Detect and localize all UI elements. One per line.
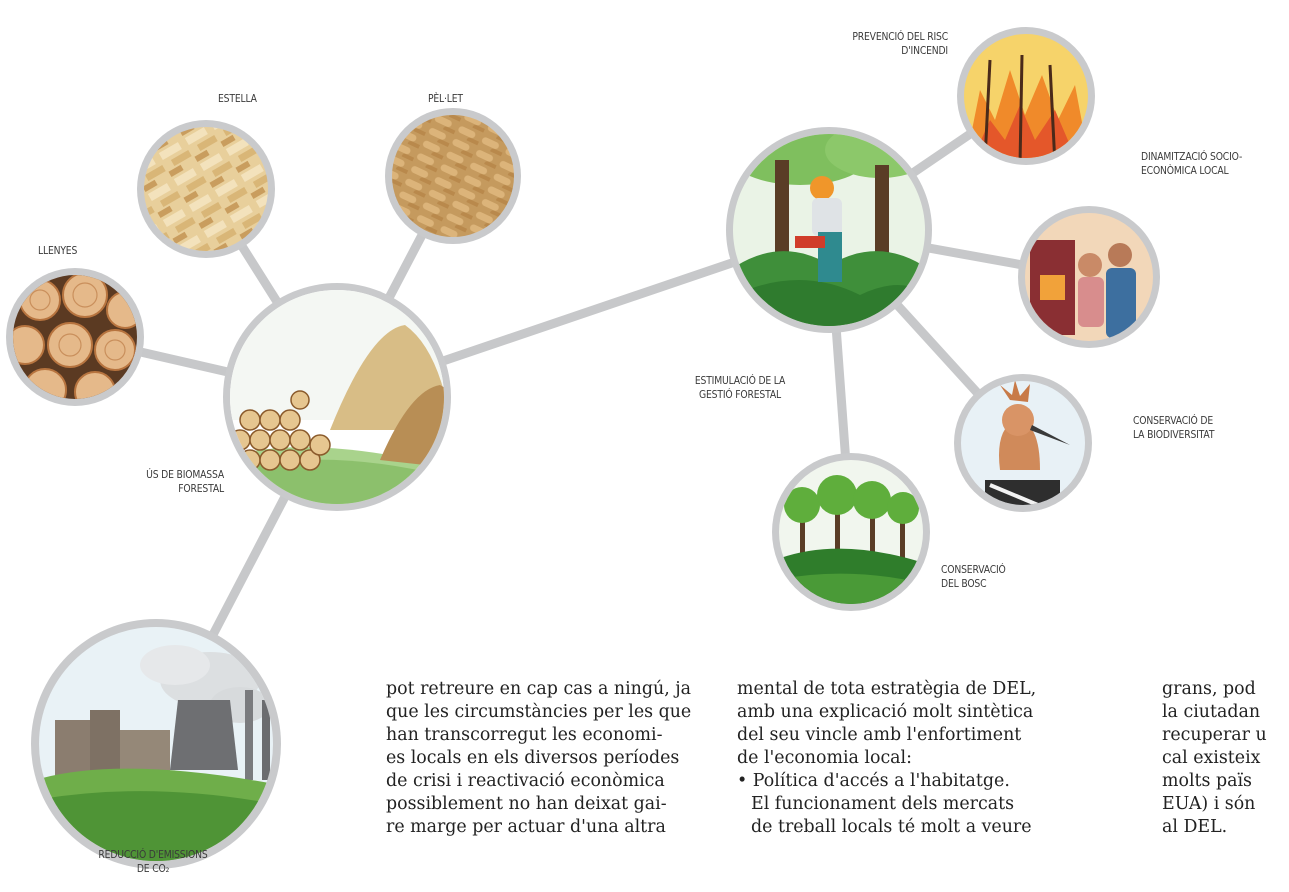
text-line: al DEL. xyxy=(1162,817,1228,837)
circle-prevencio-incendi xyxy=(957,27,1095,165)
label-estimulacio-gestio: ESTIMULACIÓ DE LA GESTIÓ FORESTAL xyxy=(694,375,786,401)
label-pellet: PÈL·LET xyxy=(428,93,463,105)
text-line: re marge per actuar d'una altra xyxy=(386,817,666,837)
text-line: grans, pod xyxy=(1162,679,1256,699)
text-line: molts païs xyxy=(1162,771,1252,791)
text-line: del seu vincle amb l'enfortiment xyxy=(737,725,1022,745)
text-line: de l'economia local: xyxy=(737,748,912,768)
text-line: El funcionament dels mercats xyxy=(751,794,1015,814)
label-llenyes: LLENYES xyxy=(38,245,78,257)
circle-us-biomassa xyxy=(223,283,451,511)
text-line: es locals en els diversos períodes xyxy=(386,748,680,768)
text-line: • Política d'accés a l'habitatge. xyxy=(737,771,1010,791)
text-line: EUA) i són xyxy=(1162,794,1256,814)
circle-biodiversitat xyxy=(954,374,1092,512)
text-column-3: grans, pod la ciutadan recuperar u cal e… xyxy=(1162,678,1289,839)
text-line: cal existeix xyxy=(1162,748,1261,768)
label-biodiversitat: CONSERVACIÓ DE LA BIODIVERSITAT xyxy=(1133,415,1215,441)
text-line: mental de tota estratègia de DEL, xyxy=(737,679,1037,699)
text-column-2: mental de tota estratègia de DEL, amb un… xyxy=(737,678,1055,839)
text-line: amb una explicació molt sintètica xyxy=(737,702,1034,722)
label-reduccio-emissions: REDUCCIÓ D'EMISSIONS DE CO₂ xyxy=(98,849,208,875)
label-estella: ESTELLA xyxy=(218,93,257,105)
text-line: que les circumstàncies per les que xyxy=(386,702,692,722)
text-column-1: pot retreure en cap cas a ningú, ja que … xyxy=(386,678,702,839)
label-dinamitzacio: DINAMITZACIÓ SOCIO- ECONÒMICA LOCAL xyxy=(1141,151,1243,177)
text-line: han transcorregut les economi- xyxy=(386,725,663,745)
circle-pellet xyxy=(385,108,521,244)
circle-llenyes xyxy=(6,268,144,406)
circle-gestio-forestal xyxy=(726,127,932,333)
text-line: recuperar u xyxy=(1162,725,1267,745)
text-line: la ciutadan xyxy=(1162,702,1261,722)
text-line: de crisi i reactivació econòmica xyxy=(386,771,665,791)
label-prevencio-incendi: PREVENCIÓ DEL RISC D'INCENDI xyxy=(852,31,948,57)
circle-dinamitzacio xyxy=(1018,206,1160,348)
label-us-biomassa: ÚS DE BIOMASSA FORESTAL xyxy=(146,469,224,495)
circle-reduccio-emissions xyxy=(31,619,281,869)
circle-estella xyxy=(137,120,275,258)
circle-conservacio-bosc xyxy=(772,453,930,611)
text-line: de treball locals té molt a veure xyxy=(751,817,1032,837)
label-conservacio-bosc: CONSERVACIÓ DEL BOSC xyxy=(941,564,1006,590)
text-line: possiblement no han deixat gai- xyxy=(386,794,667,814)
text-line: pot retreure en cap cas a ningú, ja xyxy=(386,679,692,699)
